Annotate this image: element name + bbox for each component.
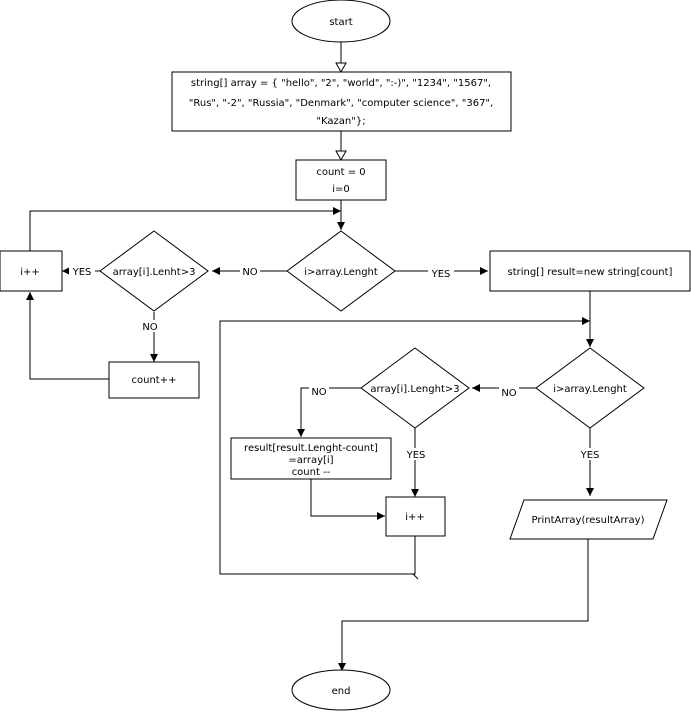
increment1-label: i++ bbox=[20, 267, 40, 278]
label-loop2-yes: YES bbox=[580, 450, 600, 461]
node-increment1: i++ bbox=[0, 250, 63, 292]
print-label: PrintArray(resultArray) bbox=[532, 515, 645, 526]
label-loop1-no: NO bbox=[242, 267, 257, 278]
assign-line-1: result[result.Lenght-count] bbox=[244, 443, 378, 454]
edge-assign-to-inc2 bbox=[310, 479, 385, 520]
length1-condition-label: array[i].Lenht>3 bbox=[113, 267, 196, 278]
edge-inc2-back bbox=[219, 317, 590, 575]
node-var-init: count = 0 i=0 bbox=[295, 159, 387, 201]
edge-len2-no bbox=[297, 387, 362, 437]
loop2-condition-label: i>array.Lenght bbox=[553, 384, 627, 395]
array-init-line-1: string[] array = { "hello", "2", "world"… bbox=[191, 78, 491, 89]
node-print: PrintArray(resultArray) bbox=[509, 499, 668, 540]
edge-count-back bbox=[26, 292, 109, 380]
label-loop1-yes: YES bbox=[431, 269, 451, 280]
label-loop2-no: NO bbox=[501, 388, 516, 399]
edges bbox=[26, 42, 594, 671]
start-label: start bbox=[329, 17, 352, 28]
node-loop1-condition: i>array.Lenght bbox=[286, 230, 396, 312]
node-end: end bbox=[291, 669, 391, 711]
node-length2-condition: array[i].Lenght>3 bbox=[360, 347, 470, 429]
assign-line-3: count -- bbox=[292, 467, 331, 478]
node-loop2-condition: i>array.Lenght bbox=[535, 347, 645, 429]
node-assign-result: result[result.Lenght-count] =array[i] co… bbox=[230, 437, 392, 480]
assign-line-2: =array[i] bbox=[288, 455, 333, 466]
increment2-label: i++ bbox=[405, 512, 425, 523]
var-init-line-2: i=0 bbox=[332, 184, 350, 195]
node-array-init: string[] array = { "hello", "2", "world"… bbox=[171, 71, 512, 132]
label-len2-no: NO bbox=[311, 387, 326, 398]
array-init-line-2: "Rus", "-2", "Russia", "Denmark", "compu… bbox=[189, 98, 493, 109]
edge-labels: NO YES YES NO NO YES NO YES bbox=[69, 265, 603, 461]
node-result-declare: string[] result=new string[count] bbox=[489, 250, 691, 292]
edge-loop-tail bbox=[412, 573, 419, 580]
var-init-line-1: count = 0 bbox=[316, 167, 365, 178]
edge-print-to-end bbox=[338, 539, 589, 671]
node-count-increment: count++ bbox=[108, 361, 200, 399]
node-increment2: i++ bbox=[385, 496, 446, 537]
length2-condition-label: array[i].Lenght>3 bbox=[370, 384, 459, 395]
count-increment-label: count++ bbox=[132, 375, 177, 386]
label-len2-yes: YES bbox=[406, 450, 426, 461]
end-label: end bbox=[332, 686, 351, 697]
array-init-line-3: "Kazan"}; bbox=[316, 116, 365, 127]
label-len1-no: NO bbox=[142, 322, 157, 333]
label-len1-yes: YES bbox=[72, 267, 92, 278]
node-start: start bbox=[291, 0, 391, 43]
edge-inc1-back bbox=[29, 207, 341, 251]
loop1-condition-label: i>array.Lenght bbox=[304, 267, 378, 278]
node-length1-condition: array[i].Lenht>3 bbox=[99, 230, 209, 312]
result-declare-label: string[] result=new string[count] bbox=[508, 267, 673, 278]
